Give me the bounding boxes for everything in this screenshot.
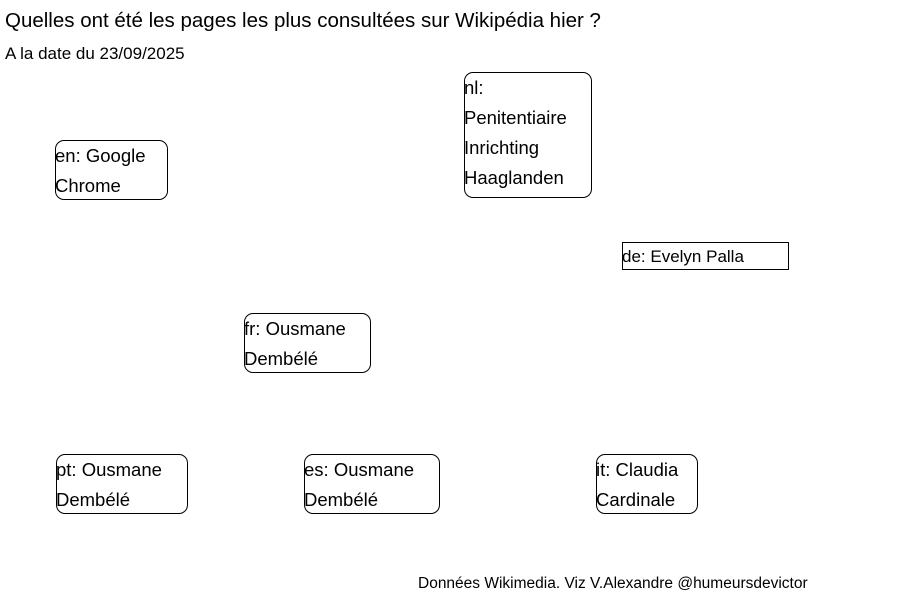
label-node-line: Dembélé xyxy=(244,348,319,369)
label-node-line: pt: Ousmane xyxy=(56,459,162,480)
label-node-text: de: Evelyn Palla xyxy=(622,243,744,269)
label-node-line: Cardinale xyxy=(596,489,676,510)
label-node-de[interactable]: de: Evelyn Palla xyxy=(622,242,789,270)
label-node-line: de: Evelyn Palla xyxy=(622,247,744,266)
credit-footer: Données Wikimedia. Viz V.Alexandre @hume… xyxy=(418,575,808,592)
page-subtitle: A la date du 23/09/2025 xyxy=(5,44,185,63)
label-node-line: Inrichting xyxy=(464,137,540,158)
label-node-line: Chrome xyxy=(55,175,121,196)
label-node-line: it: Claudia xyxy=(596,459,679,480)
label-node-line: nl: xyxy=(464,77,484,98)
label-node-line: Penitentiaire xyxy=(464,107,567,128)
label-node-line: Haaglanden xyxy=(464,167,564,188)
label-node-line: Dembélé xyxy=(56,489,131,510)
label-node-line: en: Google xyxy=(55,145,146,166)
label-node-line: fr: Ousmane xyxy=(244,318,346,339)
label-node-line: Dembélé xyxy=(304,489,379,510)
label-node-line: es: Ousmane xyxy=(304,459,415,480)
page-title: Quelles ont été les pages les plus consu… xyxy=(5,9,601,32)
